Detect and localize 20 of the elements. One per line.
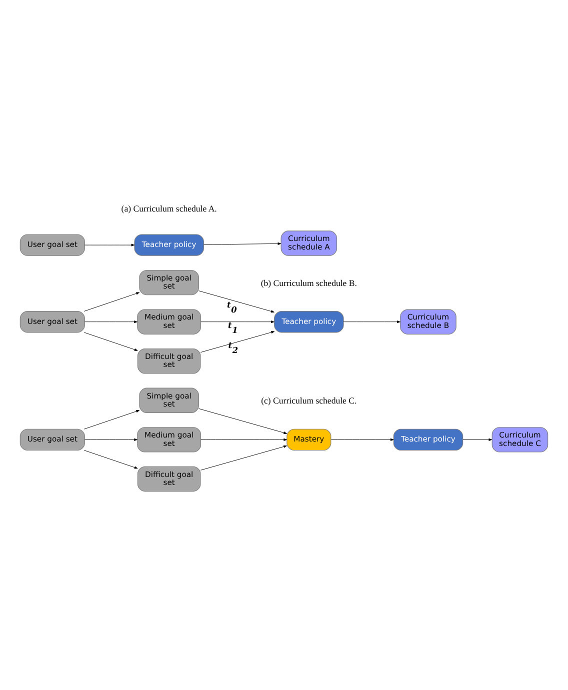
arrow [200, 320, 274, 324]
arrow [200, 438, 288, 441]
arrow [84, 450, 138, 469]
arrow [200, 445, 287, 470]
arrow [198, 290, 274, 313]
arrow [84, 332, 138, 351]
label: (b) Curriculum schedule B. [260, 278, 357, 288]
arrow [462, 438, 492, 441]
arrow [343, 320, 400, 324]
arrow [84, 320, 138, 324]
arrow [84, 292, 140, 312]
arrow [200, 331, 275, 353]
label: (a) Curriculum schedule A. [121, 203, 217, 214]
arrow [84, 438, 138, 441]
arrow [330, 438, 394, 441]
label: (c) Curriculum schedule C. [261, 396, 357, 406]
arrow [204, 242, 282, 245]
arrow [198, 408, 288, 434]
arrow [84, 410, 140, 430]
arrow [84, 244, 135, 246]
